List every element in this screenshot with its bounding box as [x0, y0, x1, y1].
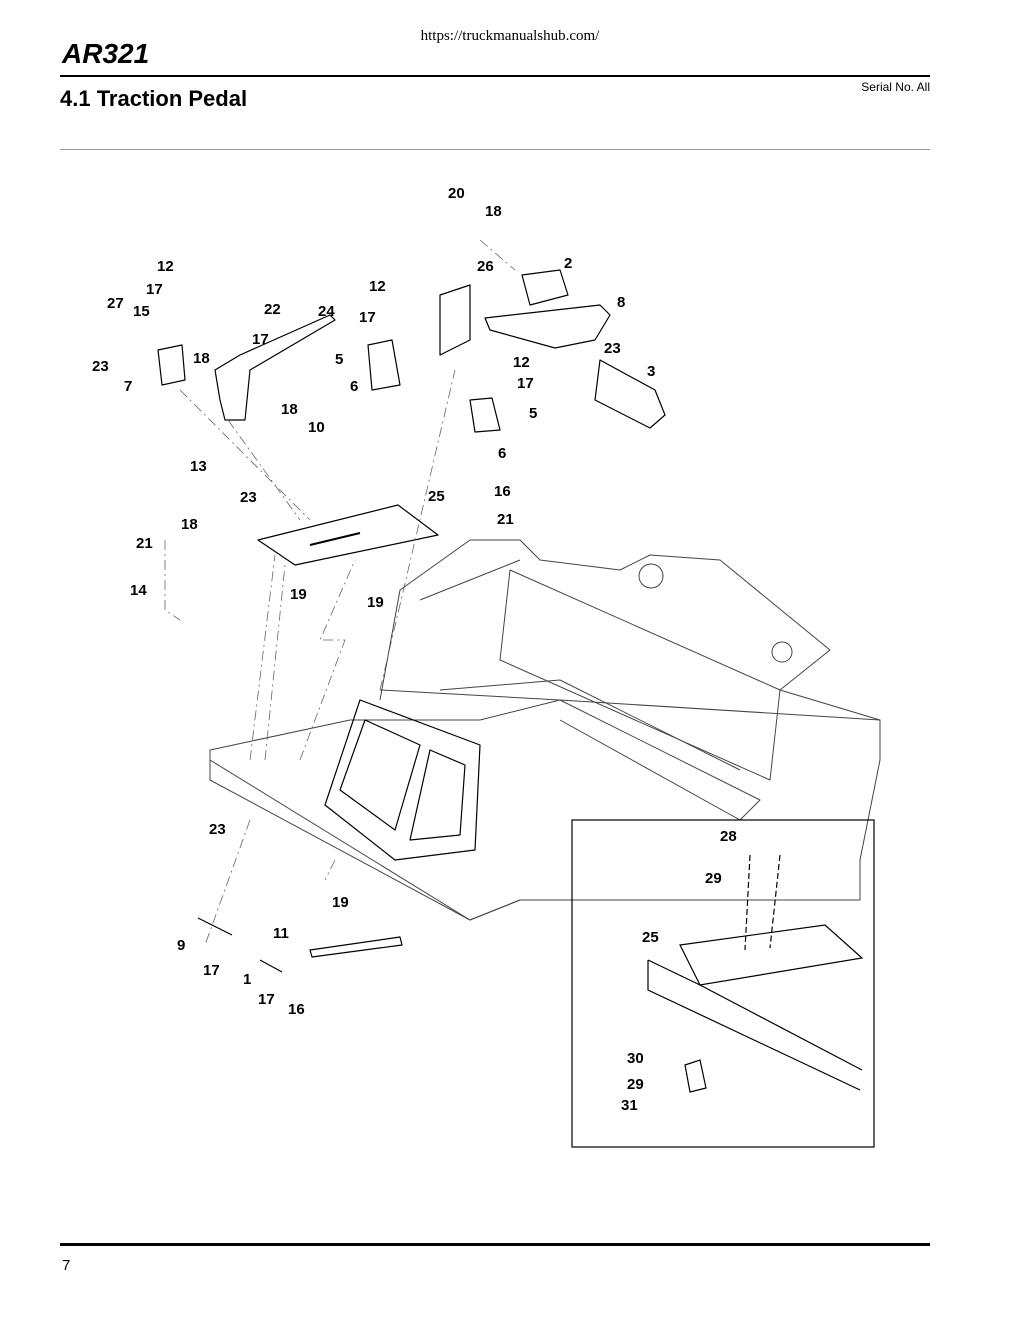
section-rule: [60, 149, 930, 150]
callout-label: 20: [448, 185, 465, 202]
callout-label: 31: [621, 1097, 638, 1114]
callout-label: 30: [627, 1050, 644, 1067]
callout-label: 18: [181, 516, 198, 533]
pedal-assembly: [367, 269, 666, 433]
callout-label: 29: [705, 870, 722, 887]
rod-assembly: [197, 917, 403, 973]
exploded-parts-diagram: 20 18 26 2 8 12 17 27 15 22 24 12 17 17 …: [92, 185, 881, 1148]
callout-label: 9: [177, 937, 185, 954]
callout-label: 28: [720, 828, 737, 845]
callout-label: 17: [359, 309, 376, 326]
callout-label: 26: [477, 258, 494, 275]
callout-label: 21: [136, 535, 153, 552]
callout-label: 24: [318, 303, 335, 320]
section-title: 4.1 Traction Pedal: [60, 86, 248, 111]
callout-label: 19: [367, 594, 384, 611]
callout-label: 29: [627, 1076, 644, 1093]
callout-label: 6: [498, 445, 506, 462]
callout-label: 2: [564, 255, 572, 272]
callout-label: 7: [124, 378, 132, 395]
seat-bracket: [324, 699, 481, 861]
callout-label: 23: [604, 340, 621, 357]
callout-label: 8: [617, 294, 625, 311]
callout-label: 15: [133, 303, 150, 320]
source-url[interactable]: https://truckmanualshub.com/: [420, 28, 600, 44]
model-title: AR321: [62, 38, 150, 69]
pedal-linkage: [157, 314, 336, 421]
header-rule: [60, 75, 930, 77]
callout-label: 10: [308, 419, 325, 436]
callout-label: 22: [264, 301, 281, 318]
callout-label: 16: [494, 483, 511, 500]
footer-rule: [60, 1243, 930, 1246]
callout-label: 17: [517, 375, 534, 392]
callout-label: 17: [146, 281, 163, 298]
callout-label: 23: [92, 358, 109, 375]
callout-label: 5: [335, 351, 343, 368]
callout-label: 12: [369, 278, 386, 295]
callout-label: 14: [130, 582, 147, 599]
chassis-frame: [209, 539, 881, 921]
callout-label: 3: [647, 363, 655, 380]
callout-label: 18: [485, 203, 502, 220]
page-number: 7: [62, 1257, 71, 1274]
serial-number: Serial No. All: [861, 80, 930, 94]
callout-label: 23: [240, 489, 257, 506]
callout-label: 6: [350, 378, 358, 395]
callout-label: 12: [157, 258, 174, 275]
callout-label: 5: [529, 405, 537, 422]
mounting-plate: [257, 504, 439, 566]
callout-label: 18: [193, 350, 210, 367]
callout-label: 27: [107, 295, 124, 312]
callout-label: 17: [252, 331, 269, 348]
callout-label: 17: [203, 962, 220, 979]
callout-label: 13: [190, 458, 207, 475]
callout-label: 18: [281, 401, 298, 418]
inset-detail: [571, 819, 875, 1148]
callout-label: 11: [273, 925, 289, 942]
callout-label: 23: [209, 821, 226, 838]
callout-label: 21: [497, 511, 514, 528]
callout-label: 17: [258, 991, 275, 1008]
callout-label: 1: [243, 971, 251, 988]
callout-label: 19: [332, 894, 349, 911]
callout-label: 25: [642, 929, 659, 946]
callout-label: 12: [513, 354, 530, 371]
callout-label: 25: [428, 488, 445, 505]
callout-label: 16: [288, 1001, 305, 1018]
callout-label: 19: [290, 586, 307, 603]
